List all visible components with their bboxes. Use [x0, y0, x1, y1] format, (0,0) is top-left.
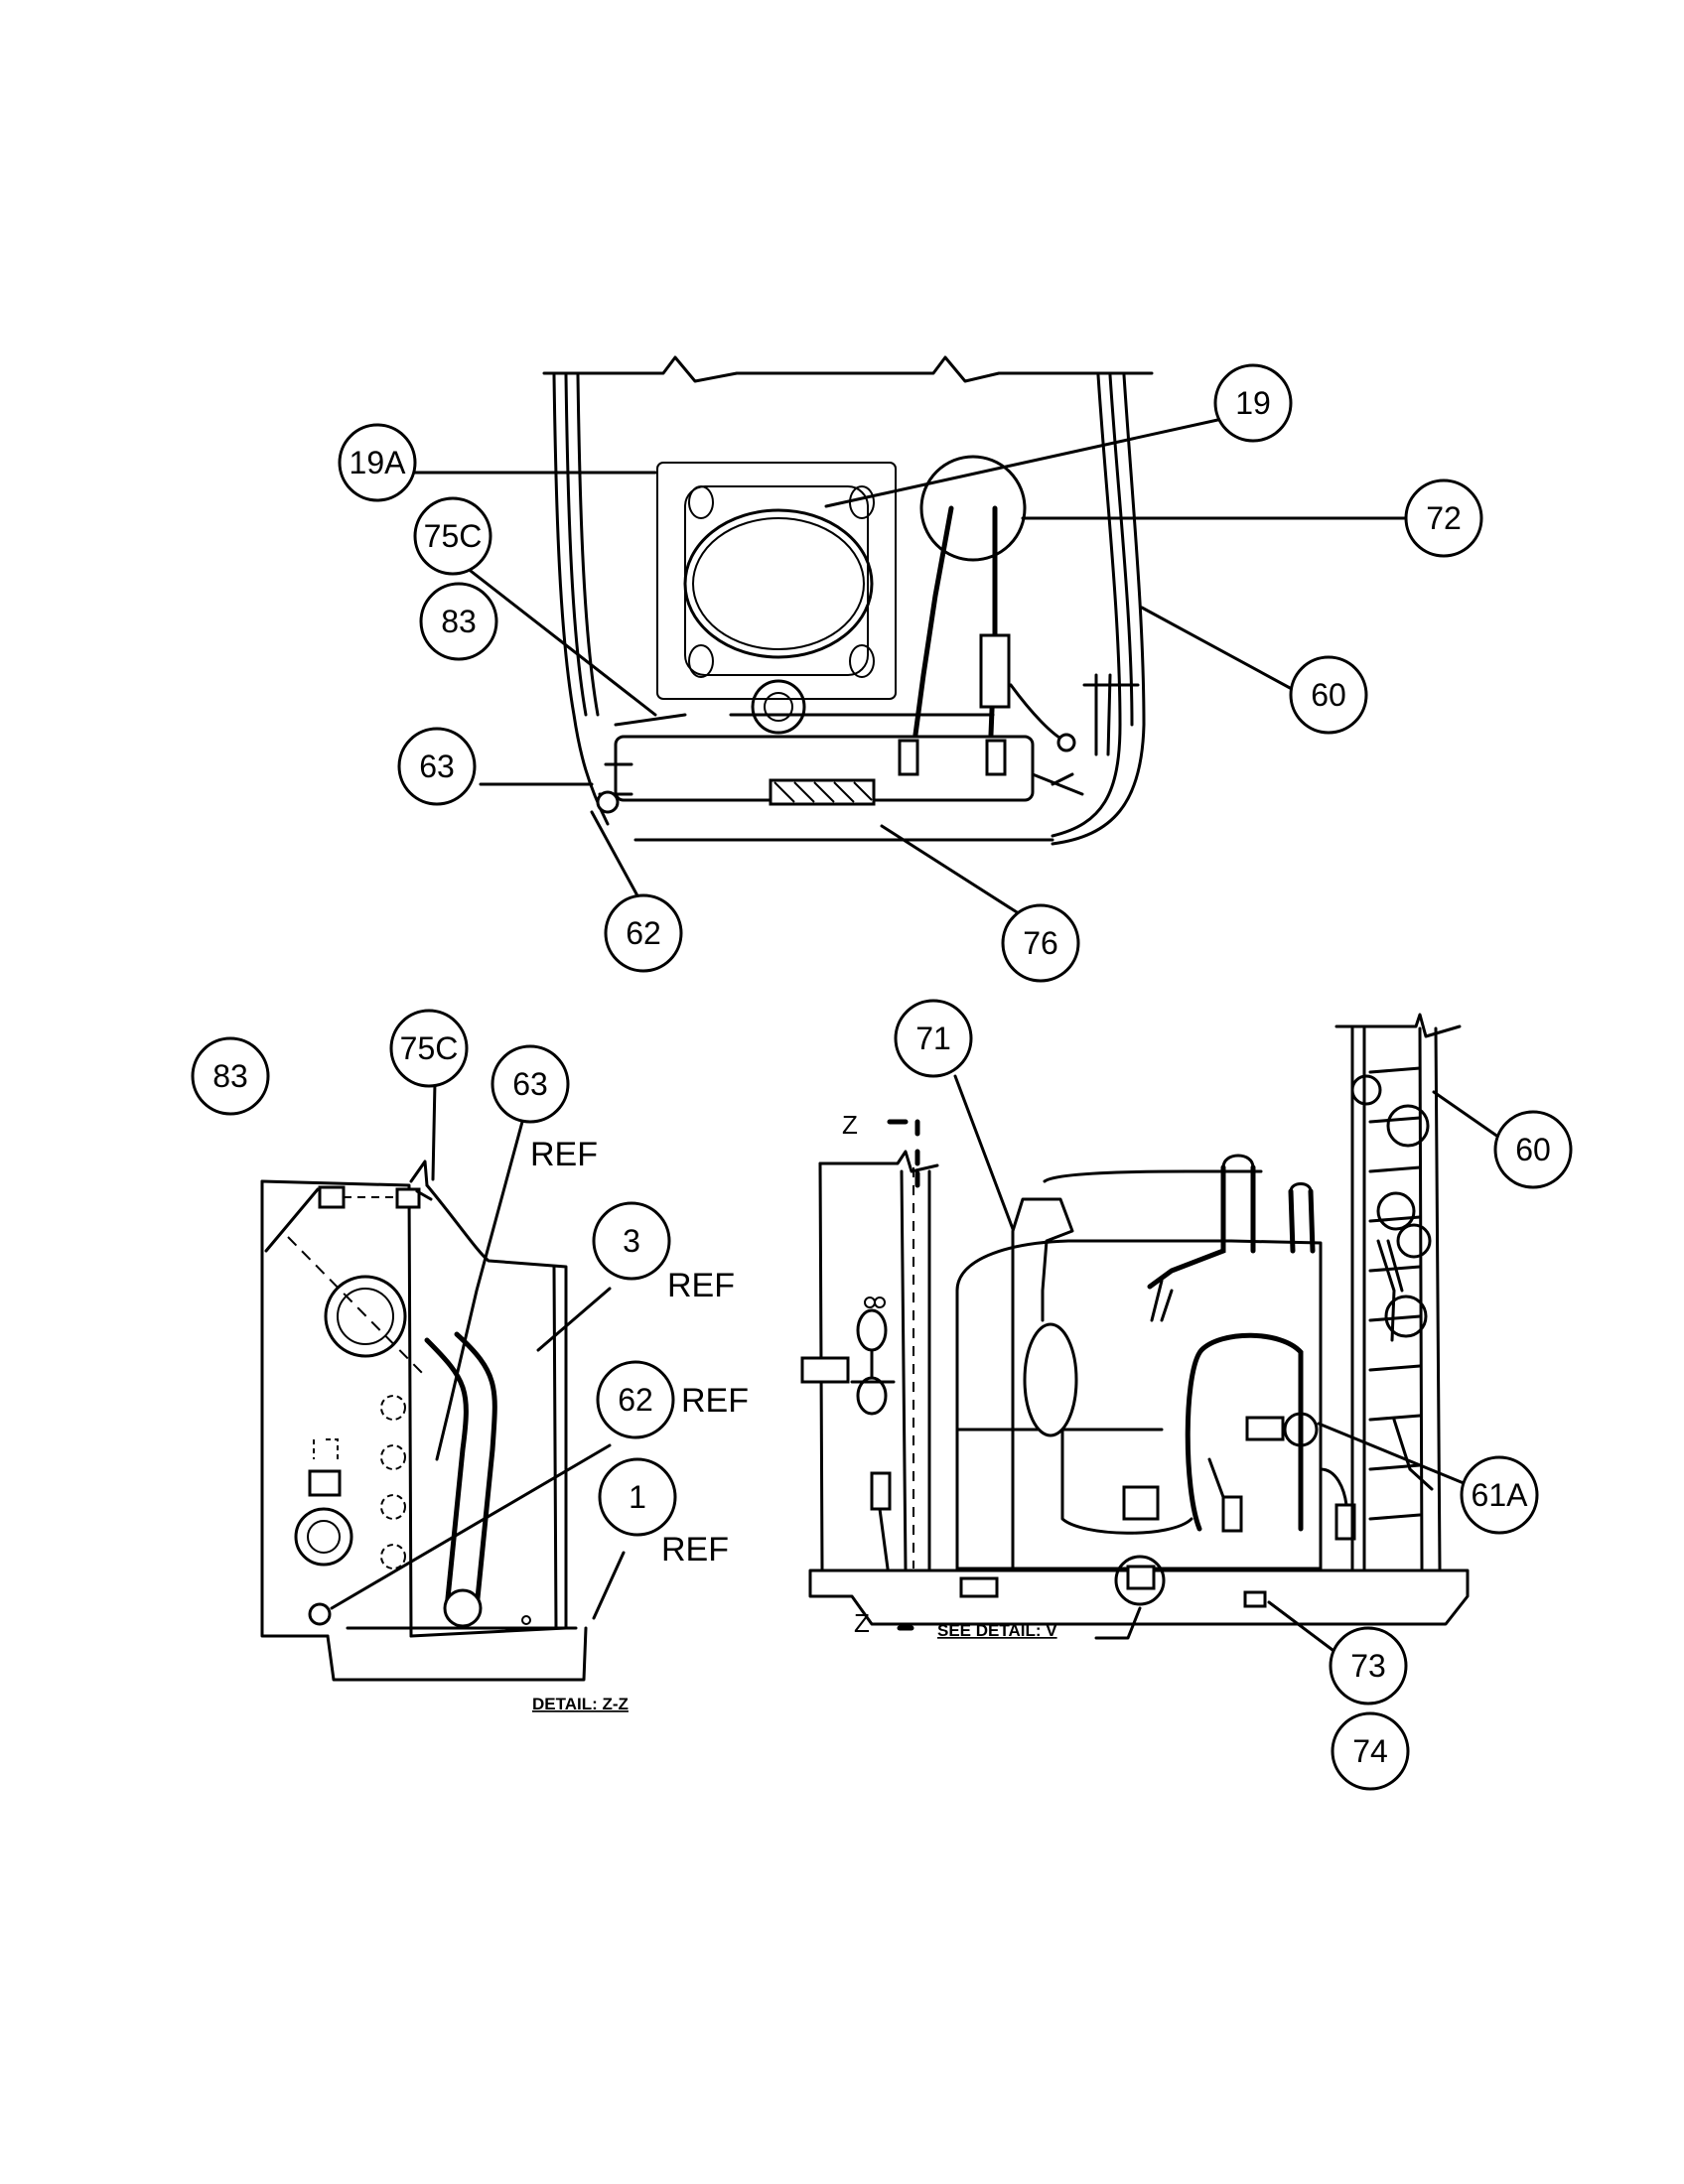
top-view-leaders — [399, 415, 1428, 919]
svg-text:72: 72 — [1426, 500, 1462, 536]
section-z-top: Z — [842, 1110, 858, 1140]
detail-zz-drawing — [260, 1160, 588, 1682]
svg-text:60: 60 — [1311, 677, 1346, 713]
svg-text:1: 1 — [629, 1479, 646, 1515]
svg-text:19: 19 — [1235, 385, 1271, 421]
callout-19a: 19A — [338, 423, 417, 502]
svg-text:63: 63 — [419, 749, 455, 784]
right-view-leaders — [953, 1074, 1507, 1658]
ref-label-63: REF — [530, 1136, 598, 1173]
svg-text:75C: 75C — [424, 518, 483, 554]
svg-text:62: 62 — [626, 915, 661, 951]
ref-label-1: REF — [661, 1531, 729, 1569]
svg-text:19A: 19A — [350, 445, 407, 480]
callout-83-left: 83 — [191, 1036, 270, 1116]
callout-75c-top: 75C — [413, 496, 492, 576]
callout-61a: 61A — [1460, 1455, 1539, 1535]
callout-1: 1 — [598, 1457, 677, 1537]
callout-63-left: 63 — [491, 1044, 570, 1124]
detail-zz-leaders — [264, 1080, 626, 1620]
callout-19: 19 — [1213, 363, 1293, 443]
svg-text:73: 73 — [1350, 1648, 1386, 1684]
section-z-bottom: Z — [854, 1608, 870, 1638]
callout-71: 71 — [894, 999, 973, 1078]
svg-text:83: 83 — [441, 604, 477, 639]
ref-label-62: REF — [681, 1382, 749, 1420]
top-view-drawing — [542, 355, 1154, 846]
svg-text:63: 63 — [512, 1066, 548, 1102]
callout-76: 76 — [1001, 903, 1080, 983]
svg-text:3: 3 — [623, 1223, 640, 1259]
svg-text:75C: 75C — [400, 1030, 459, 1066]
right-view-drawing — [800, 1013, 1470, 1631]
svg-text:61A: 61A — [1472, 1477, 1529, 1513]
callout-3: 3 — [592, 1201, 671, 1281]
callout-83-top: 83 — [419, 582, 498, 661]
svg-text:76: 76 — [1023, 925, 1058, 961]
svg-text:62: 62 — [618, 1382, 653, 1418]
svg-text:83: 83 — [212, 1058, 248, 1094]
svg-text:60: 60 — [1515, 1132, 1551, 1167]
callout-63-top: 63 — [397, 727, 477, 806]
callout-60-right: 60 — [1493, 1110, 1573, 1189]
callout-74: 74 — [1331, 1711, 1410, 1791]
callout-62-top: 62 — [604, 893, 683, 973]
svg-text:74: 74 — [1352, 1733, 1388, 1769]
see-detail-v-caption: SEE DETAIL: V — [937, 1621, 1057, 1640]
svg-text:71: 71 — [915, 1021, 951, 1056]
callout-72: 72 — [1404, 478, 1483, 558]
callout-73: 73 — [1329, 1626, 1408, 1706]
callout-60-top: 60 — [1289, 655, 1368, 735]
ref-label-3: REF — [667, 1267, 735, 1304]
detail-zz-caption: DETAIL: Z-Z — [532, 1695, 629, 1713]
callout-75c-left: 75C — [389, 1009, 469, 1088]
callout-62-left: 62 — [596, 1360, 675, 1439]
